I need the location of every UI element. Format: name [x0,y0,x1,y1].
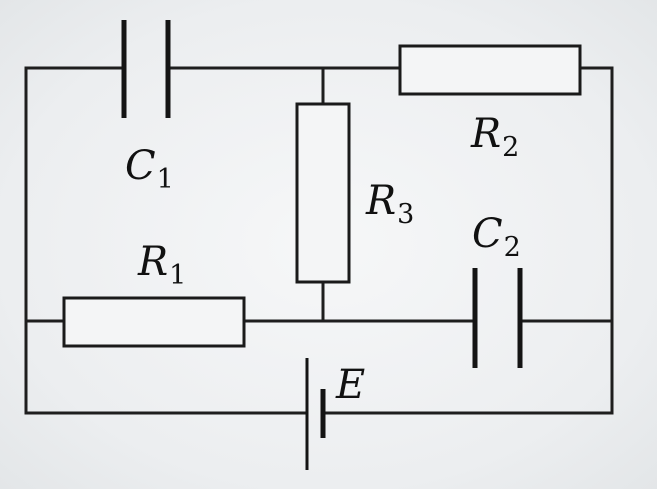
label-e: E [336,362,366,408]
label-r1: R1 [138,239,187,291]
capacitor-c2 [472,268,523,368]
label-r2: R2 [471,111,520,163]
resistor-r3 [295,102,351,284]
capacitor-c1 [121,20,171,118]
label-c2: C2 [472,211,521,263]
battery-e [305,358,326,470]
resistor-r2 [398,44,582,96]
wires [24,66,614,415]
label-r3: R3 [366,178,415,230]
label-c1: C1 [125,143,174,195]
resistor-r1 [62,296,246,348]
